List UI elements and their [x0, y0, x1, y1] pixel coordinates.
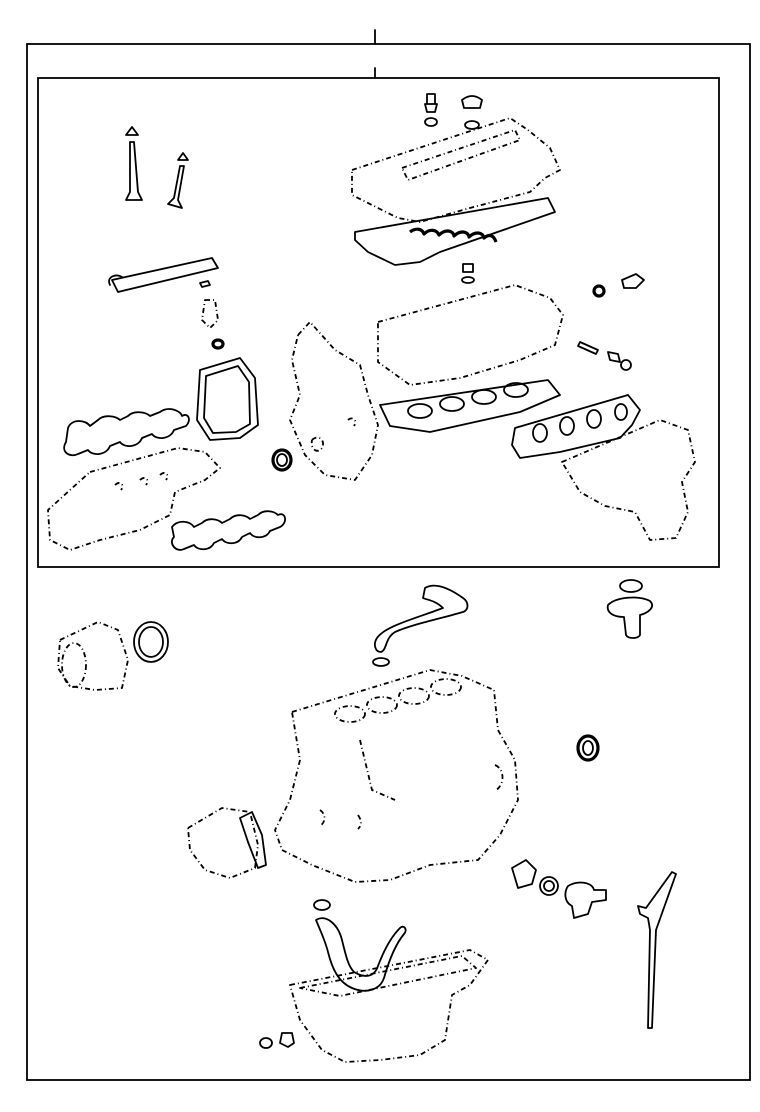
intake-manifold-gasket: [63, 408, 190, 457]
oil-filter-union: [511, 859, 537, 889]
throttle-body-gasket: [196, 357, 259, 441]
lower-intake-gasket: [171, 510, 286, 551]
cylinder-head-gasket: [379, 379, 561, 433]
cylinder-block: [274, 669, 519, 883]
drain-plug-gasket: [259, 1037, 273, 1049]
water-outlet-gasket: [621, 273, 645, 289]
water-inlet-gasket: [619, 579, 643, 593]
crankshaft-oil-seal-front: [271, 448, 293, 472]
oil-filler-cap: [461, 95, 483, 130]
crankshaft-oil-seal-rear: [576, 734, 600, 762]
oil-pressure-switch: [201, 299, 219, 329]
timing-chain-cover: [289, 321, 379, 481]
o-ring-small: [211, 338, 225, 350]
water-inlet: [606, 596, 653, 639]
retainer-clip: [199, 280, 211, 288]
inner-kit-frame: [37, 77, 720, 568]
guide-pipe-o-ring: [372, 657, 390, 667]
rear-oil-seal-retainer: [187, 807, 259, 879]
oil-level-gauge: [637, 871, 677, 1029]
intake-valve: [125, 126, 143, 201]
exhaust-stud: [577, 341, 599, 355]
spark-plug-tube-seal: [462, 263, 474, 273]
oil-pan: [289, 949, 489, 1063]
exhaust-manifold: [561, 419, 696, 541]
outer-kit-frame: [26, 43, 751, 1081]
water-pump-pulley: [57, 621, 129, 691]
oil-filler-plug: [424, 93, 438, 127]
water-by-pass-outlet: [564, 881, 607, 919]
exhaust-nut: [607, 351, 621, 363]
exhaust-gasket-ports: [532, 403, 628, 443]
head-gasket-bores: [407, 382, 529, 419]
oil-filter-bracket-gasket: [539, 876, 559, 896]
exhaust-valve: [167, 152, 189, 209]
water-pump-o-ring: [133, 621, 169, 663]
retainer-gasket: [239, 811, 267, 869]
strainer-gasket: [313, 899, 331, 911]
water-bypass-pipe: [111, 257, 219, 293]
head-cover-gasket: [354, 197, 556, 266]
cylinder-head-cover: [351, 117, 561, 223]
oil-drain-plug: [279, 1032, 295, 1048]
cylinder-bores: [334, 678, 462, 723]
oil-strainer: [315, 917, 407, 992]
plug-gasket: [592, 284, 606, 298]
oil-level-gauge-guide: [374, 584, 469, 653]
cylinder-head: [377, 284, 564, 386]
exhaust-washer: [620, 359, 632, 371]
intake-manifold: [47, 447, 221, 551]
spark-plug-tube-gaskets: [409, 227, 498, 243]
